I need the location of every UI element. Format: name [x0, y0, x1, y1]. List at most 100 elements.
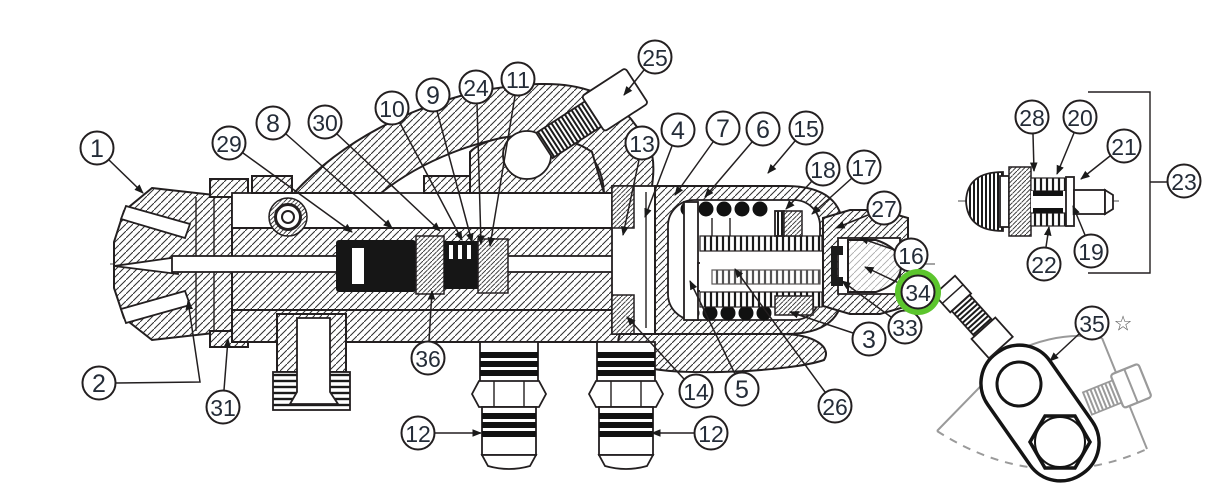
callout-22[interactable]: 22: [1026, 226, 1062, 282]
callout-13[interactable]: 13: [621, 125, 660, 236]
leader-line-24: [476, 103, 485, 245]
knurled-knob: [965, 171, 1004, 232]
balloon-circle-25: [637, 39, 673, 75]
callout-12[interactable]: 12: [651, 415, 729, 451]
leader-line-5: [689, 280, 736, 375]
balloon-circle-21: [1106, 128, 1142, 164]
callout-28[interactable]: 28: [1014, 99, 1050, 172]
leader-line-33: [841, 280, 892, 318]
balloon-number-6: 6: [756, 116, 770, 144]
dome-cap: [847, 239, 903, 293]
callout-11[interactable]: 11: [487, 61, 536, 247]
balloon-number-20: 20: [1067, 105, 1093, 131]
callout-36[interactable]: 36: [410, 290, 446, 376]
callout-17[interactable]: 17: [811, 149, 882, 215]
balloon-circle-20: [1062, 99, 1098, 135]
leader-line-25: [623, 69, 645, 96]
leader-line-3: [789, 311, 854, 334]
balloon-number-33: 33: [892, 315, 918, 341]
callout-25[interactable]: 25: [623, 39, 673, 96]
callout-29[interactable]: 29: [211, 125, 353, 233]
callout-2[interactable]: 2: [81, 300, 201, 401]
balloon-circle-29: [211, 125, 247, 161]
balloon-circle-8: [255, 105, 291, 141]
balloon-number-7: 7: [716, 115, 730, 143]
callout-27[interactable]: 27: [835, 190, 902, 229]
grease-fitting-right: [588, 341, 664, 470]
needle-stem: [1073, 189, 1106, 215]
balloon-circle-5: [724, 371, 760, 407]
callout-3[interactable]: 3: [789, 311, 887, 357]
trigger-stud-detail: [932, 274, 1152, 483]
balloon-circle-1: [79, 130, 115, 166]
balloon-number-15: 15: [793, 116, 819, 142]
callout-5[interactable]: 5: [689, 280, 760, 407]
balloon-circle-36: [410, 340, 446, 376]
callout-6[interactable]: 6: [704, 111, 781, 198]
packing-gland: [415, 235, 445, 295]
leader-line-35: [1049, 333, 1080, 362]
callout-31[interactable]: 31: [205, 338, 241, 425]
leader-line-19: [1072, 205, 1086, 236]
leader-line-1: [108, 159, 144, 194]
balloon-number-22: 22: [1031, 252, 1057, 278]
callout-23[interactable]: 23: [1166, 163, 1202, 199]
balloon-circle-24: [458, 69, 494, 105]
balloon-circle-19: [1073, 233, 1109, 269]
callout-19[interactable]: 19: [1072, 205, 1109, 269]
leader-line-18: [785, 180, 813, 210]
callout-20[interactable]: 20: [1056, 99, 1098, 175]
grease-fitting-left: [470, 341, 548, 470]
leader-line-20: [1056, 132, 1075, 175]
balloon-number-3: 3: [862, 326, 876, 354]
callout-16[interactable]: 16: [859, 237, 929, 273]
callout-26[interactable]: 26: [734, 268, 853, 424]
callout-21[interactable]: 21: [1080, 128, 1142, 180]
callout-9[interactable]: 9: [415, 77, 474, 243]
callout-7[interactable]: 7: [674, 110, 741, 196]
callout-10[interactable]: 10: [374, 90, 463, 241]
callout-15[interactable]: 15: [767, 110, 824, 174]
leader-line-11: [487, 95, 516, 247]
ghost-bolt: [1081, 363, 1152, 416]
callout-14[interactable]: 14: [626, 316, 714, 409]
callout-24[interactable]: 24: [458, 69, 494, 245]
leader-line-31: [223, 338, 232, 391]
inlet-channel: [288, 317, 340, 405]
balloon-circle-15: [788, 110, 824, 146]
callout-12[interactable]: 12: [400, 415, 482, 451]
group-bracket: [1088, 91, 1167, 274]
balloon-number-8: 8: [266, 110, 280, 138]
balloon-number-29: 29: [216, 131, 242, 157]
callout-1[interactable]: 1: [79, 130, 144, 194]
piston-plate: [683, 201, 699, 321]
air-horn-slot: [119, 204, 192, 240]
balloon-circle-7: [705, 110, 741, 146]
stud-bolt: [932, 274, 1014, 360]
callout-34-highlighted[interactable]: 34: [864, 266, 941, 315]
balloon-circle-26: [817, 388, 853, 424]
stud-hex: [1027, 414, 1093, 470]
callout-4[interactable]: 4: [644, 112, 696, 218]
balloon-number-10: 10: [379, 96, 405, 122]
callout-18[interactable]: 18: [785, 151, 841, 210]
needle-packing-detail: [958, 166, 1120, 237]
balloon-circle-14: [678, 373, 714, 409]
balloon-circle-34: [900, 274, 936, 310]
callout-30[interactable]: 30: [307, 104, 441, 232]
balloon-number-4: 4: [671, 117, 685, 145]
balloon-circle-12: [693, 415, 729, 451]
balloon-number-21: 21: [1111, 134, 1137, 160]
callout-8[interactable]: 8: [255, 105, 393, 229]
inner-spring: [711, 269, 821, 285]
packing-set: [336, 240, 416, 292]
leader-line-17: [811, 177, 853, 215]
leader-line-30: [336, 133, 441, 232]
callout-33[interactable]: 33: [841, 280, 923, 345]
balloon-number-25: 25: [642, 45, 668, 71]
balloon-number-26: 26: [822, 394, 848, 420]
balloon-number-31: 31: [210, 395, 236, 421]
callout-35[interactable]: 35☆: [1049, 305, 1132, 362]
